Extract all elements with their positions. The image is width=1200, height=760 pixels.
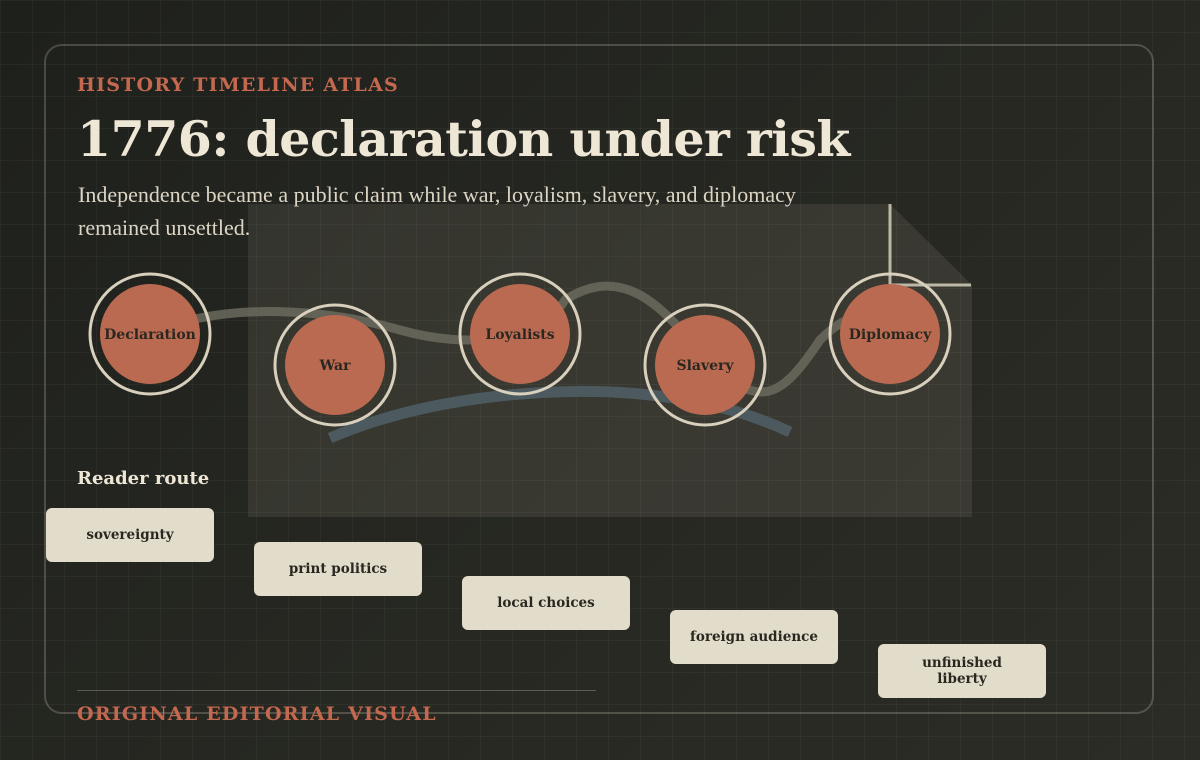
timeline-node-label: War [319, 358, 352, 374]
route-step-unfinished-liberty[interactable]: unfinished liberty [878, 644, 1046, 698]
timeline-node-loyalists[interactable]: Loyalists [458, 272, 582, 396]
page-title: 1776: declaration under risk [77, 110, 850, 168]
content-frame [44, 44, 1154, 714]
timeline-node-label: Loyalists [485, 327, 554, 343]
timeline-node-war[interactable]: War [273, 303, 397, 427]
paper-fold-corner [888, 204, 971, 287]
route-step-foreign-audience[interactable]: foreign audience [670, 610, 838, 664]
blue-stream-line [327, 385, 793, 444]
kicker: HISTORY TIMELINE ATLAS [77, 74, 399, 96]
footer-divider [77, 690, 596, 691]
page-subtitle: Independence became a public claim while… [78, 182, 796, 240]
route-step-local-choices[interactable]: local choices [462, 576, 630, 630]
reader-route-heading: Reader route [77, 468, 210, 489]
footer-credit: ORIGINAL EDITORIAL VISUAL [77, 703, 437, 725]
route-step-sovereignty[interactable]: sovereignty [46, 508, 214, 562]
route-step-print-politics[interactable]: print politics [254, 542, 422, 596]
timeline-node-label: Diplomacy [849, 327, 932, 343]
timeline-node-label: Slavery [676, 358, 734, 374]
timeline-node-diplomacy[interactable]: Diplomacy [828, 272, 952, 396]
timeline-node-label: Declaration [104, 327, 196, 343]
timeline-node-slavery[interactable]: Slavery [643, 303, 767, 427]
timeline-node-declaration[interactable]: Declaration [88, 272, 212, 396]
